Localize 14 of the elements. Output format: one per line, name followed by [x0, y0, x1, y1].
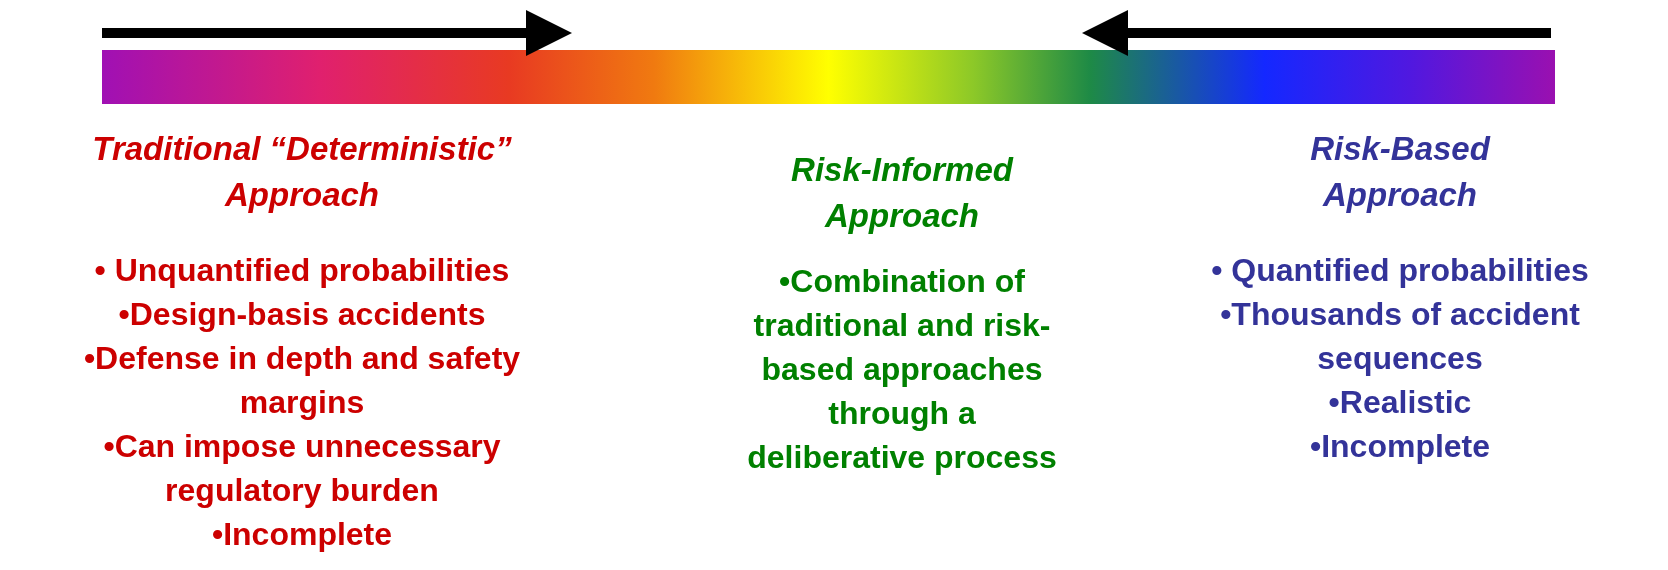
bullet-point: • Quantified probabilities — [1210, 251, 1590, 290]
bullet-point: •Incomplete — [1308, 427, 1492, 466]
spectrum-bar — [102, 50, 1555, 104]
approach-heading: Traditional “Deterministic” Approach — [91, 129, 513, 215]
bullet-point: •Incomplete — [210, 515, 394, 554]
bullet-point: •Defense in depth and safety margins — [82, 339, 522, 422]
bullet-point: •Design-basis accidents — [117, 295, 487, 334]
bullet-point: •Realistic — [1327, 383, 1473, 422]
bullet-point: •Can impose unnecessary regulatory burden — [102, 427, 502, 510]
approach-heading: Risk-Informed Approach — [790, 150, 1015, 236]
approach-heading: Risk-Based Approach — [1309, 129, 1492, 215]
bullet-point: •Thousands of accident sequences — [1219, 295, 1581, 378]
bullet-point: •Combination of traditional and risk-based approaches through a deliberative process — [746, 262, 1058, 477]
bullet-point: • Unquantified probabilities — [93, 251, 511, 290]
